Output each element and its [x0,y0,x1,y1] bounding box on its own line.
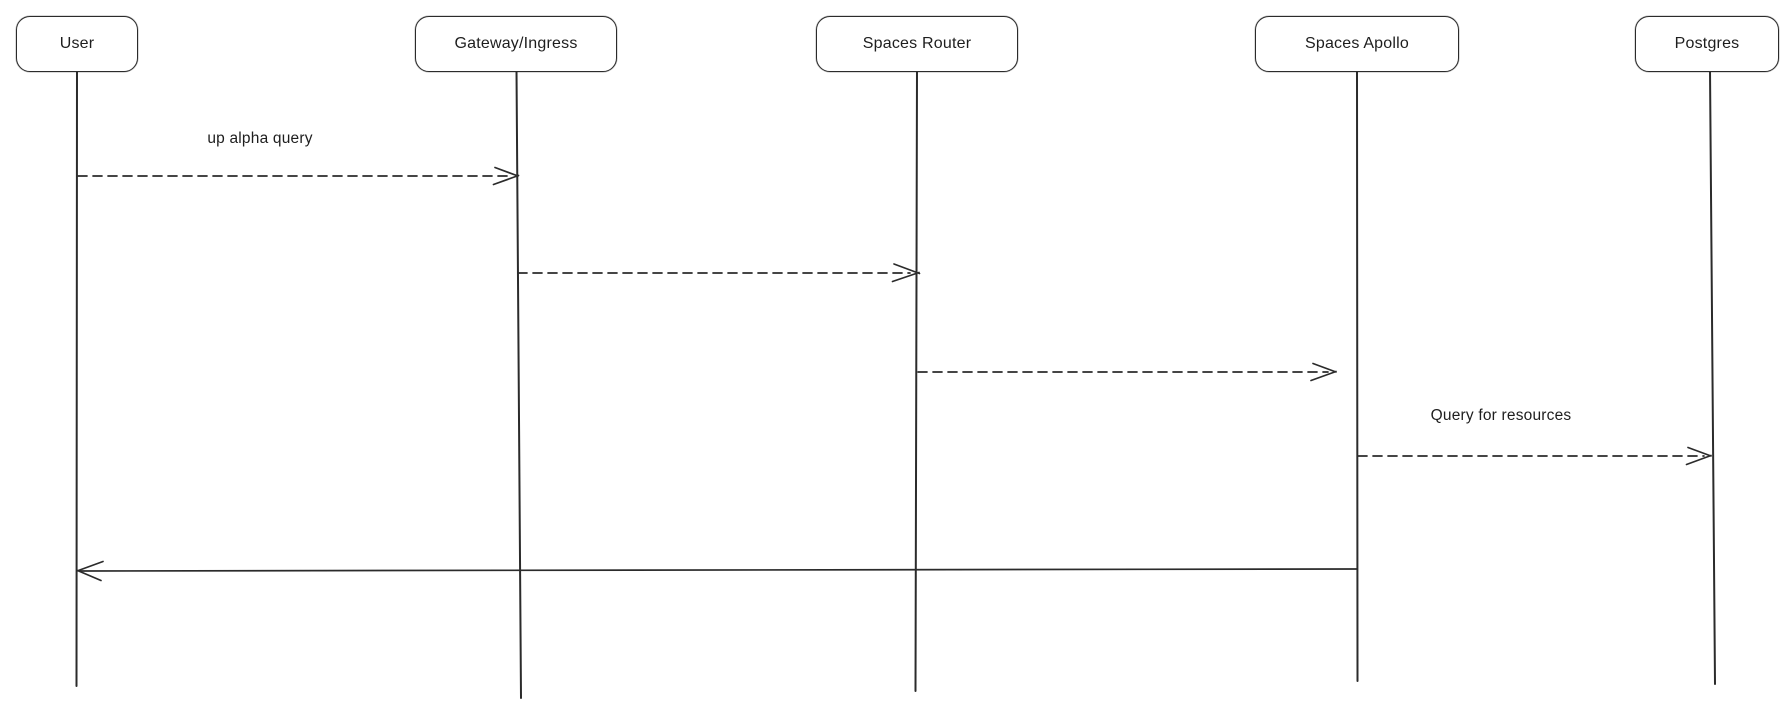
lifeline-gateway-ingress [515,69,522,699]
arrowhead-right-icon [492,166,520,186]
message-arrow-user-to-gateway [77,166,520,186]
actor-box-spaces-apollo: Spaces Apollo [1255,16,1459,72]
actor-label: Spaces Router [862,35,972,52]
lifeline-postgres [1709,69,1716,685]
actor-label: User [59,35,95,52]
lifeline-user [75,69,78,687]
actor-box-gateway-ingress: Gateway/Ingress [415,16,617,72]
message-arrow-apollo-to-postgres [1357,446,1712,466]
actor-label: Gateway/Ingress [454,35,578,52]
lifeline-spaces-router [914,69,918,692]
message-arrow-router-to-apollo [917,362,1337,382]
message-return-arrow-apollo-to-user [76,560,1358,582]
actor-label: Postgres [1674,35,1740,52]
message-arrow-gateway-to-router [517,263,921,283]
lifeline-spaces-apollo [1356,69,1359,682]
actor-box-postgres: Postgres [1635,16,1779,72]
arrowhead-right-icon [1310,362,1337,382]
actor-label: Spaces Apollo [1304,35,1409,52]
message-label-up-alpha-query: up alpha query [207,130,313,147]
arrowhead-right-icon [1685,446,1712,466]
actor-box-spaces-router: Spaces Router [816,16,1018,72]
actor-box-user: User [16,16,138,72]
message-label-query-for-resources: Query for resources [1430,407,1572,424]
arrowhead-right-icon [891,263,921,283]
arrowhead-left-icon [76,560,104,582]
